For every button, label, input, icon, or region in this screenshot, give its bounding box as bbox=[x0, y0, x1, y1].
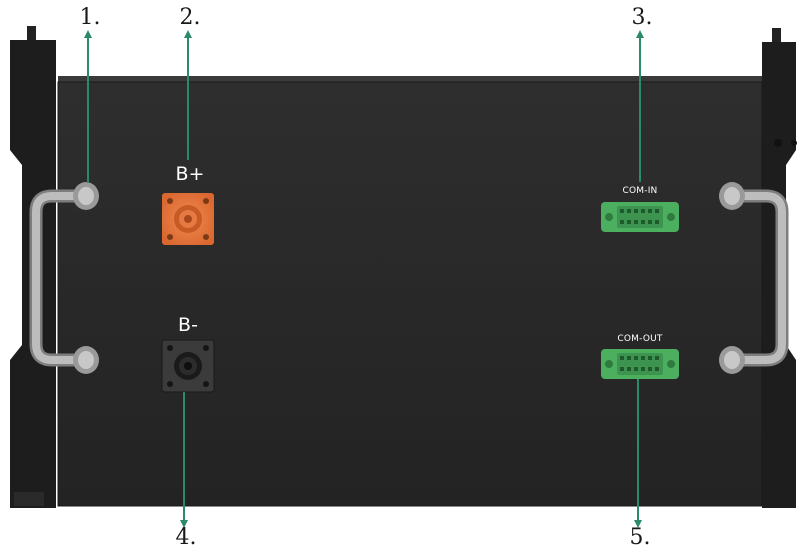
negative-terminal-label: B- bbox=[178, 314, 198, 336]
positive-terminal-connector bbox=[162, 193, 214, 245]
com-out-port bbox=[601, 349, 679, 379]
positive-terminal-label: B+ bbox=[175, 163, 205, 185]
front-panel bbox=[57, 76, 763, 507]
leader-lines bbox=[84, 30, 644, 528]
arrowhead-2 bbox=[184, 30, 192, 38]
right-handle bbox=[719, 182, 789, 374]
negative-terminal-connector bbox=[161, 339, 215, 393]
com-out-label: COM-OUT bbox=[617, 334, 663, 344]
callout-1: 1. bbox=[79, 5, 101, 30]
arrowhead-4 bbox=[180, 520, 188, 528]
com-in-label: COM-IN bbox=[622, 186, 658, 196]
callout-5: 5. bbox=[629, 525, 651, 550]
arrowhead-3 bbox=[636, 30, 644, 38]
com-in-port bbox=[601, 202, 679, 232]
left-handle bbox=[29, 182, 99, 374]
callout-2: 2. bbox=[179, 5, 201, 30]
callout-4: 4. bbox=[175, 525, 197, 550]
callout-3: 3. bbox=[631, 5, 653, 30]
arrowhead-1 bbox=[84, 30, 92, 38]
arrowhead-5 bbox=[634, 520, 642, 528]
